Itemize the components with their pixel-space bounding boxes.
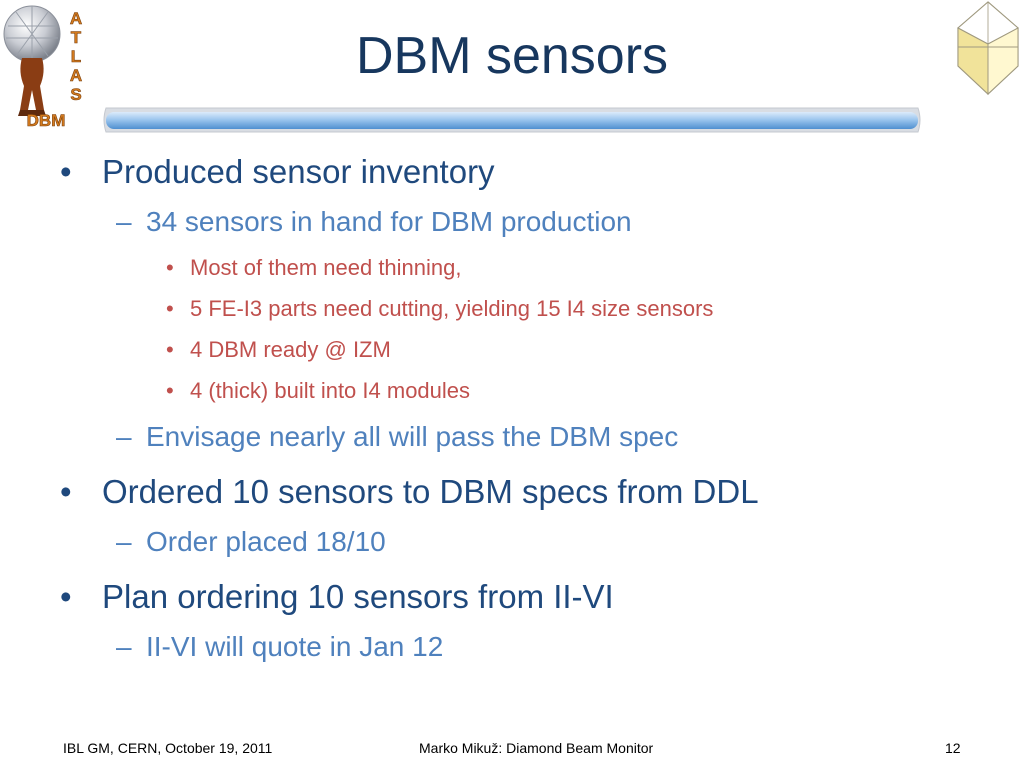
sub-bullet-text: 34 sensors in hand for DBM production [146,206,632,237]
footer-center: Marko Mikuž: Diamond Beam Monitor [419,740,654,756]
sub-sub-bullet-text: 4 DBM ready @ IZM [190,337,391,362]
bullet-marker: • [60,153,72,190]
dash-marker: – [116,631,132,662]
bullet-marker: • [60,578,72,615]
logo-letter: A [70,66,82,85]
logo-letter: S [70,85,81,104]
sub-bullet-text: Envisage nearly all will pass the DBM sp… [146,421,679,452]
bullet-list: • Produced sensor inventory – 34 sensors… [60,153,759,662]
page-number: 12 [945,740,961,756]
title-rule [103,107,921,133]
bullet-text: Produced sensor inventory [102,153,495,190]
slide-title: DBM sensors [355,27,669,85]
sub-sub-bullet-text: 5 FE-I3 parts need cutting, yielding 15 … [190,296,714,321]
sub-sub-bullet-text: 4 (thick) built into I4 modules [190,378,471,403]
sub-sub-bullet-text: Most of them need thinning, [190,255,462,280]
sub-bullet-text: II-VI will quote in Jan 12 [146,631,444,662]
bullet-text: Ordered 10 sensors to DBM specs from DDL [102,473,759,510]
dash-marker: – [116,206,132,237]
footer-left: IBL GM, CERN, October 19, 2011 [63,740,273,756]
atlas-dbm-logo: A T L A S DBM [3,5,82,130]
bullet-marker: • [60,473,72,510]
diamond-crystal-icon [957,1,1019,96]
bullet-marker: • [166,337,174,362]
sub-bullet-text: Order placed 18/10 [146,526,386,557]
bullet-marker: • [166,296,174,321]
logo-sub-text: DBM [27,111,66,130]
bullet-text: Plan ordering 10 sensors from II-VI [102,578,614,615]
bullet-marker: • [166,378,174,403]
logo-letter: L [71,47,81,66]
dash-marker: – [116,421,132,452]
logo-letter: A [70,9,82,28]
bullet-marker: • [166,255,174,280]
dash-marker: – [116,526,132,557]
logo-letter: T [71,28,82,47]
